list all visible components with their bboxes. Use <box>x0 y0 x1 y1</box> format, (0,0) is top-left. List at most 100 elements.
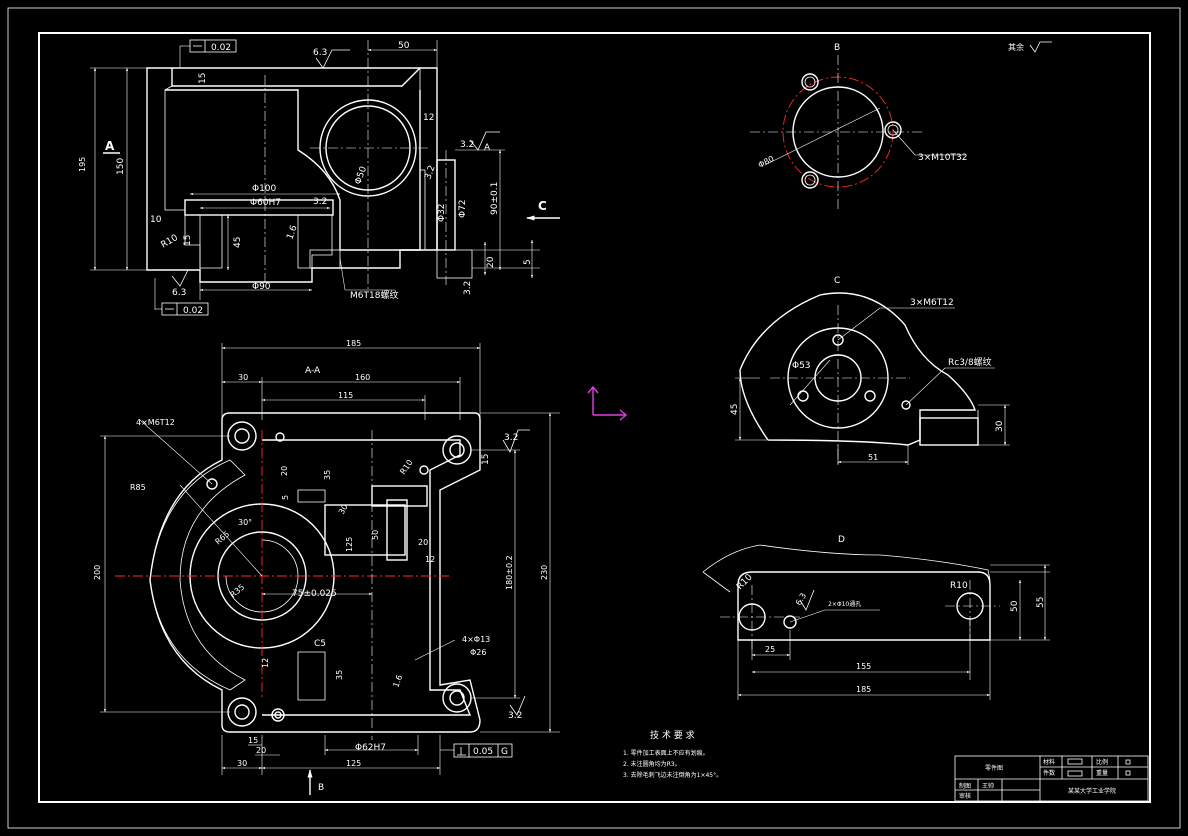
svg-text:30°: 30° <box>238 518 252 527</box>
svg-text:115: 115 <box>338 391 353 400</box>
svg-text:155: 155 <box>856 662 871 671</box>
flatness-top: 0.02 <box>211 43 231 53</box>
svg-text:材料: 材料 <box>1043 758 1055 766</box>
svg-text:125: 125 <box>345 537 354 552</box>
tech-item: 2. 未注圆角均为R3。 <box>623 760 681 768</box>
svg-text:3.2: 3.2 <box>423 164 437 181</box>
svg-text:3×M6T12: 3×M6T12 <box>910 298 954 308</box>
front-section-view: 0.02 0.02 6.3 6.3 3.2 A 195 150 50 15 12… <box>78 39 560 316</box>
svg-text:R65: R65 <box>214 530 232 547</box>
svg-text:Φ26: Φ26 <box>470 648 486 657</box>
svg-text:45: 45 <box>730 404 740 415</box>
hatched-arc <box>149 459 246 691</box>
view-b: B Φ80 3×M10T32 其余 <box>750 41 1052 210</box>
tech-item: 1. 零件加工表面上不应有划痕。 <box>623 749 709 757</box>
svg-text:12: 12 <box>261 658 270 668</box>
svg-text:10: 10 <box>150 215 162 225</box>
svg-text:M6T18螺纹: M6T18螺纹 <box>350 289 398 301</box>
svg-text:230: 230 <box>540 565 549 580</box>
svg-text:R10: R10 <box>950 581 968 591</box>
dim-150: 150 <box>116 158 126 175</box>
svg-text:15: 15 <box>248 736 258 745</box>
view-arrow-b: B <box>318 783 324 793</box>
svg-text:1.6: 1.6 <box>391 674 404 689</box>
svg-text:185: 185 <box>346 339 361 348</box>
svg-text:王帅: 王帅 <box>982 782 994 790</box>
school-name: 某某大学工业学院 <box>1068 787 1116 795</box>
view-arrow-c: C <box>538 199 547 213</box>
svg-text:45: 45 <box>233 237 243 248</box>
svg-text:R10: R10 <box>398 458 414 476</box>
svg-text:Φ60H7: Φ60H7 <box>250 198 281 208</box>
view-d: D R10 R10 6.3 2×Φ10通孔 25 155 185 50 <box>702 535 1050 700</box>
other-roughness: 其余 <box>1008 42 1024 52</box>
svg-text:50: 50 <box>398 41 410 51</box>
svg-text:50: 50 <box>371 530 380 540</box>
part-name: 零件图 <box>985 764 1003 772</box>
svg-text:Φ80: Φ80 <box>757 154 776 170</box>
svg-text:50: 50 <box>1010 600 1020 612</box>
svg-text:R10: R10 <box>160 233 181 251</box>
flatness-bottom: 0.02 <box>183 306 203 316</box>
svg-text:Φ53: Φ53 <box>792 361 811 371</box>
svg-text:Φ50: Φ50 <box>353 165 369 186</box>
svg-text:1.6: 1.6 <box>285 224 299 241</box>
view-c-title: C <box>834 276 840 286</box>
svg-text:R35: R35 <box>229 583 247 600</box>
svg-text:6.3: 6.3 <box>313 48 327 58</box>
svg-text:3.2: 3.2 <box>508 711 522 721</box>
drawing-border <box>38 32 1151 803</box>
svg-text:3.2: 3.2 <box>313 197 327 207</box>
svg-text:90±0.1: 90±0.1 <box>490 182 500 215</box>
svg-text:比例: 比例 <box>1096 758 1108 766</box>
svg-text:G: G <box>501 747 508 757</box>
perpendicularity-value: 0.05 <box>473 747 493 757</box>
svg-text:55: 55 <box>1036 597 1046 608</box>
svg-text:200: 200 <box>93 565 102 580</box>
svg-text:Φ100: Φ100 <box>252 184 277 194</box>
svg-text:Φ62H7: Φ62H7 <box>355 743 386 753</box>
svg-text:5: 5 <box>281 495 290 500</box>
svg-text:35: 35 <box>335 670 344 680</box>
tech-item: 3. 去除毛刺飞边未注倒角为1×45°。 <box>623 771 722 779</box>
hatched-wall-right <box>419 67 438 251</box>
svg-text:15: 15 <box>481 454 491 465</box>
technical-requirements: 技 术 要 求 1. 零件加工表面上不应有划痕。 2. 未注圆角均为R3。 3.… <box>623 729 722 779</box>
section-title-aa: A-A <box>305 366 321 376</box>
svg-text:35: 35 <box>323 470 332 480</box>
view-b-title: B <box>834 43 840 53</box>
svg-text:5: 5 <box>523 259 533 265</box>
hatched-base <box>199 214 223 269</box>
svg-text:125: 125 <box>346 759 361 768</box>
dim-195: 195 <box>78 157 87 172</box>
svg-text:件数: 件数 <box>1043 769 1055 777</box>
svg-text:180±0.2: 180±0.2 <box>505 555 514 590</box>
svg-text:审核: 审核 <box>959 792 971 800</box>
svg-text:3.2: 3.2 <box>460 140 474 150</box>
svg-text:3.2: 3.2 <box>504 433 518 443</box>
svg-text:30: 30 <box>237 759 247 768</box>
svg-text:Rc3/8螺纹: Rc3/8螺纹 <box>948 356 992 368</box>
svg-text:6.3: 6.3 <box>172 288 186 298</box>
svg-text:185: 185 <box>856 685 871 694</box>
svg-text:3×M10T32: 3×M10T32 <box>918 153 967 163</box>
svg-text:3.2: 3.2 <box>463 281 473 295</box>
svg-text:R85: R85 <box>130 483 146 492</box>
svg-text:20: 20 <box>280 466 289 476</box>
svg-text:20: 20 <box>486 256 496 268</box>
svg-text:30: 30 <box>337 503 350 516</box>
svg-text:4×Φ13: 4×Φ13 <box>462 635 490 644</box>
svg-text:12: 12 <box>425 555 435 564</box>
svg-text:51: 51 <box>868 453 878 462</box>
outer-frame <box>7 7 1181 829</box>
svg-text:25: 25 <box>765 645 775 654</box>
svg-text:重量: 重量 <box>1096 769 1108 777</box>
svg-text:6.3: 6.3 <box>794 591 808 607</box>
svg-text:A: A <box>484 143 491 153</box>
svg-text:20: 20 <box>418 538 428 547</box>
svg-text:Φ72: Φ72 <box>458 199 468 218</box>
svg-text:2×Φ10通孔: 2×Φ10通孔 <box>828 600 861 608</box>
svg-text:4×M6T12: 4×M6T12 <box>136 418 175 427</box>
ucs-axis-icon <box>587 385 628 421</box>
